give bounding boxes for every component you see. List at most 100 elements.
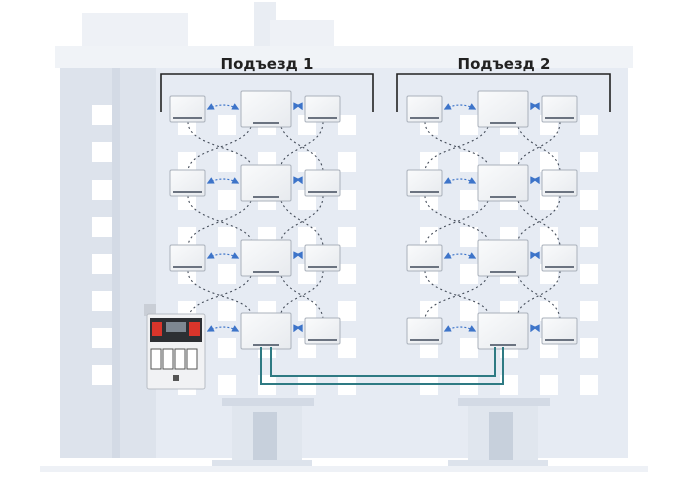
dotted-link	[187, 200, 252, 246]
wireless-hub-icon	[477, 164, 529, 202]
facade-window	[540, 301, 558, 321]
dotted-link	[280, 195, 324, 241]
dotted-link	[280, 200, 324, 246]
radio-extender-icon	[169, 244, 206, 272]
wireless-arrow	[293, 251, 303, 260]
tower-window	[92, 217, 112, 237]
radio-extender-icon	[169, 95, 206, 123]
dotted-link	[517, 270, 561, 314]
facade-window	[580, 190, 598, 210]
facade-window	[218, 264, 236, 284]
dotted-link	[187, 270, 252, 314]
wireless-hub-icon	[240, 164, 292, 202]
roof-block-left	[82, 13, 188, 48]
facade-window	[580, 301, 598, 321]
dotted-link	[517, 275, 561, 319]
dotted-link	[280, 270, 324, 314]
wireless-arrow	[206, 103, 240, 110]
dotted-link	[517, 121, 561, 166]
entrance-bracket-1: Подъезд 1	[160, 55, 374, 112]
wireless-arrow	[206, 252, 240, 259]
facade-window	[338, 190, 356, 210]
wireless-arrow	[206, 325, 240, 332]
facade-window	[338, 152, 356, 172]
wireless-arrow	[443, 325, 477, 332]
entrance-porch-2	[448, 398, 550, 468]
radio-extender-icon	[406, 244, 443, 272]
devices	[169, 90, 578, 350]
dotted-link	[424, 275, 489, 319]
tower-window	[92, 180, 112, 200]
wireless-arrow	[293, 176, 303, 185]
radio-extender-icon	[541, 169, 578, 197]
wireless-hub-icon	[240, 239, 292, 277]
cornice	[55, 46, 633, 68]
facade-window	[218, 115, 236, 135]
control-panel-indicator-right	[189, 322, 200, 336]
wireless-arrow	[530, 176, 540, 185]
facade-window	[338, 264, 356, 284]
control-panel-lock-icon	[173, 375, 179, 381]
facade-window	[420, 301, 438, 321]
wireless-arrow	[206, 177, 240, 184]
building	[40, 2, 648, 472]
facade-window	[338, 115, 356, 135]
dotted-link	[517, 126, 561, 171]
facade-window	[218, 301, 236, 321]
entrance-bracket-2: Подъезд 2	[396, 55, 611, 112]
facade-window	[460, 190, 478, 210]
radio-extender-icon	[541, 95, 578, 123]
wired-bus	[260, 347, 504, 385]
facade-window	[178, 152, 196, 172]
facade-window	[420, 152, 438, 172]
dotted-link	[280, 275, 324, 319]
wireless-arrow	[530, 251, 540, 260]
facade-window	[218, 152, 236, 172]
dotted-link	[187, 195, 252, 241]
facade-window	[460, 152, 478, 172]
dotted-link	[517, 200, 561, 246]
entrance-porch-1	[212, 398, 314, 468]
facade-window	[580, 115, 598, 135]
dotted-links	[187, 121, 561, 319]
radio-extender-icon	[304, 169, 341, 197]
radio-extender-icon	[541, 317, 578, 345]
facade-window	[500, 375, 518, 395]
roof-block-right	[270, 20, 334, 48]
dotted-link	[424, 195, 489, 241]
wireless-hub-icon	[240, 90, 292, 128]
dotted-link	[424, 200, 489, 246]
radio-extender-icon	[406, 169, 443, 197]
dotted-link	[187, 121, 252, 166]
radio-extender-icon	[541, 244, 578, 272]
facade-window	[580, 264, 598, 284]
wireless-arrow	[443, 103, 477, 110]
wireless-hub-icon	[477, 239, 529, 277]
tower-window	[92, 365, 112, 385]
facade-window	[178, 227, 196, 247]
facade-window	[218, 375, 236, 395]
facade-window	[460, 227, 478, 247]
facade-window	[460, 338, 478, 358]
facade-window	[540, 227, 558, 247]
control-panel-display	[166, 322, 186, 332]
facade-window	[338, 301, 356, 321]
facade-window	[580, 375, 598, 395]
dotted-link	[280, 126, 324, 171]
facade-window	[460, 301, 478, 321]
dotted-link	[424, 126, 489, 171]
wireless-arrow	[293, 102, 303, 111]
facade-window	[540, 152, 558, 172]
facade-window	[338, 338, 356, 358]
dotted-link	[280, 121, 324, 166]
control-panel-modules	[150, 348, 198, 370]
radio-extender-icon	[406, 95, 443, 123]
control-panel-indicator-left	[152, 322, 162, 336]
tower-window	[92, 254, 112, 274]
entrance-label-2: Подъезд 2	[458, 55, 551, 73]
radio-extender-icon	[169, 169, 206, 197]
dotted-link	[424, 270, 489, 314]
radio-extender-icon	[304, 317, 341, 345]
wireless-arrows	[206, 102, 540, 333]
